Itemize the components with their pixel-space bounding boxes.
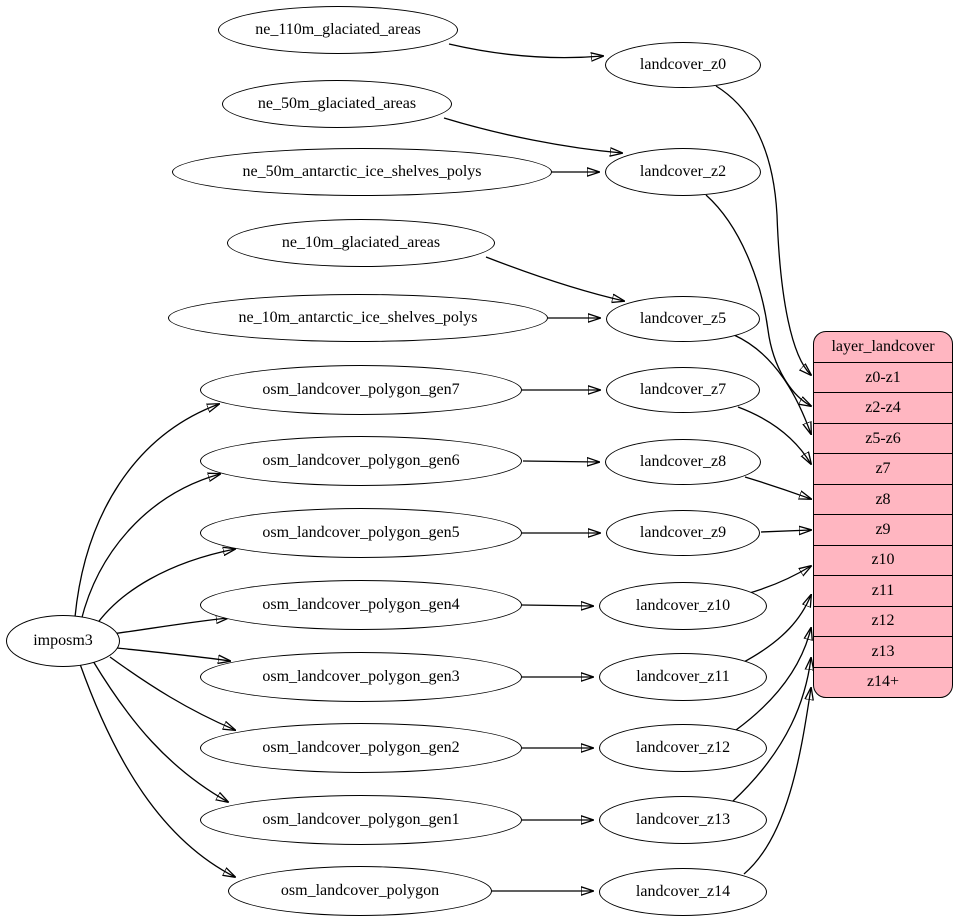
node-label: ne_10m_antarctic_ice_shelves_polys <box>238 309 478 326</box>
node-osm-landcover-polygon-gen6: osm_landcover_polygon_gen6 <box>200 436 522 486</box>
edge-ne-10m-glaciated-areas-to-landcover-z5 <box>485 256 624 301</box>
edge-imposm3-to-osm-landcover-polygon-gen2 <box>109 656 235 730</box>
node-label: landcover_z5 <box>639 310 727 327</box>
node-landcover-z9: landcover_z9 <box>606 510 760 556</box>
node-landcover-z10: landcover_z10 <box>599 582 767 630</box>
node-label: landcover_z12 <box>635 739 731 756</box>
node-label: landcover_z10 <box>635 597 731 614</box>
record-row-z11: z11 <box>814 576 952 607</box>
node-label: ne_50m_antarctic_ice_shelves_polys <box>242 163 482 180</box>
edge-imposm3-to-osm-landcover-polygon-gen7 <box>74 404 219 618</box>
node-landcover-z0: landcover_z0 <box>605 42 761 88</box>
node-label: osm_landcover_polygon_gen5 <box>262 524 460 541</box>
node-label: landcover_z2 <box>639 163 727 180</box>
edge-landcover-z0-to-row-z0-z1 <box>715 85 811 375</box>
node-label: osm_landcover_polygon_gen4 <box>262 596 460 613</box>
node-label: osm_landcover_polygon <box>280 882 440 899</box>
node-landcover-z2: landcover_z2 <box>605 148 761 196</box>
node-osm-landcover-polygon: osm_landcover_polygon <box>228 866 492 916</box>
node-label: landcover_z7 <box>639 381 727 398</box>
node-landcover-z14: landcover_z14 <box>599 868 767 916</box>
record-row-z13: z13 <box>814 637 952 668</box>
node-label: landcover_z13 <box>635 811 731 828</box>
edge-imposm3-to-osm-landcover-polygon-gen6 <box>80 474 220 622</box>
edge-landcover-z5-to-row-z5-z6 <box>733 334 811 434</box>
record-row-z12: z12 <box>814 607 952 638</box>
node-label: osm_landcover_polygon_gen6 <box>262 452 460 469</box>
node-ne-10m-antarctic-ice-shelves-polys: ne_10m_antarctic_ice_shelves_polys <box>168 294 548 342</box>
edge-landcover-z13-to-row-z13 <box>731 658 811 803</box>
edge-imposm3-to-osm-landcover-polygon-gen1 <box>92 660 228 802</box>
edge-imposm3-to-osm-landcover-polygon <box>79 663 235 877</box>
node-osm-landcover-polygon-gen1: osm_landcover_polygon_gen1 <box>200 795 522 845</box>
node-osm-landcover-polygon-gen3: osm_landcover_polygon_gen3 <box>200 652 522 702</box>
node-imposm3: imposm3 <box>6 615 120 667</box>
edge-imposm3-to-osm-landcover-polygon-gen4 <box>111 618 228 635</box>
node-label: imposm3 <box>33 632 93 649</box>
node-label: osm_landcover_polygon_gen3 <box>262 668 460 685</box>
node-label: osm_landcover_polygon_gen2 <box>262 739 460 756</box>
node-landcover-z7: landcover_z7 <box>606 367 760 413</box>
record-title: layer_landcover <box>814 332 952 363</box>
record-row-z0-z1: z0-z1 <box>814 363 952 394</box>
edge-imposm3-to-osm-landcover-polygon-gen5 <box>93 549 235 629</box>
edge-landcover-z12-to-row-z12 <box>735 628 811 731</box>
record-row-z7: z7 <box>814 454 952 485</box>
node-label: landcover_z9 <box>639 524 727 541</box>
edge-landcover-z7-to-row-z7 <box>737 406 811 464</box>
edge-ne-50m-glaciated-areas-to-landcover-z2 <box>443 117 622 153</box>
node-ne-10m-glaciated-areas: ne_10m_glaciated_areas <box>227 219 495 267</box>
edge-landcover-z11-to-row-z11 <box>741 595 811 664</box>
node-ne-50m-glaciated-areas: ne_50m_glaciated_areas <box>222 80 452 128</box>
node-landcover-z12: landcover_z12 <box>599 724 767 772</box>
node-label: ne_110m_glaciated_areas <box>255 21 421 38</box>
record-row-z14plus: z14+ <box>866 673 900 691</box>
node-ne-110m-glaciated-areas: ne_110m_glaciated_areas <box>218 6 458 54</box>
edge-landcover-z2-to-row-z2-z4 <box>705 194 811 406</box>
node-label: landcover_z0 <box>639 56 727 73</box>
edge-ne-110m-glaciated-areas-to-landcover-z0 <box>448 43 603 58</box>
node-label: ne_10m_glaciated_areas <box>281 234 441 251</box>
node-landcover-z5: landcover_z5 <box>606 296 760 342</box>
node-label: osm_landcover_polygon_gen7 <box>262 381 460 398</box>
record-row-z8: z8 <box>814 485 952 516</box>
node-ne-50m-antarctic-ice-shelves-polys: ne_50m_antarctic_ice_shelves_polys <box>172 148 552 196</box>
record-row-z9: z9 <box>814 515 952 546</box>
record-layer-landcover: layer_landcover z0-z1 z2-z4 z5-z6 z7 z8 … <box>813 331 953 698</box>
edge-landcover-z14-to-row-z14plus <box>743 688 811 875</box>
record-row-z5-z6: z5-z6 <box>814 424 952 455</box>
record-row-z10: z10 <box>814 546 952 577</box>
edge-osm-gen6-to-landcover-z8 <box>522 461 599 462</box>
edge-landcover-z8-to-row-z8 <box>744 476 811 499</box>
node-osm-landcover-polygon-gen7: osm_landcover_polygon_gen7 <box>200 365 522 415</box>
node-label: landcover_z11 <box>636 668 730 685</box>
node-landcover-z13: landcover_z13 <box>599 796 767 844</box>
node-landcover-z11: landcover_z11 <box>599 653 767 701</box>
node-landcover-z8: landcover_z8 <box>605 439 761 485</box>
node-osm-landcover-polygon-gen4: osm_landcover_polygon_gen4 <box>200 580 522 630</box>
node-osm-landcover-polygon-gen5: osm_landcover_polygon_gen5 <box>200 508 522 558</box>
node-osm-landcover-polygon-gen2: osm_landcover_polygon_gen2 <box>200 723 522 773</box>
record-row-z2-z4: z2-z4 <box>814 393 952 424</box>
edge-landcover-z9-to-row-z9 <box>760 530 811 532</box>
node-label: ne_50m_glaciated_areas <box>257 95 417 112</box>
edge-osm-gen4-to-landcover-z10 <box>521 605 593 606</box>
node-label: landcover_z8 <box>639 453 727 470</box>
node-label: landcover_z14 <box>635 883 731 900</box>
edge-imposm3-to-osm-landcover-polygon-gen3 <box>116 647 230 661</box>
edge-landcover-z10-to-row-z10 <box>745 566 811 595</box>
node-label: osm_landcover_polygon_gen1 <box>262 811 460 828</box>
